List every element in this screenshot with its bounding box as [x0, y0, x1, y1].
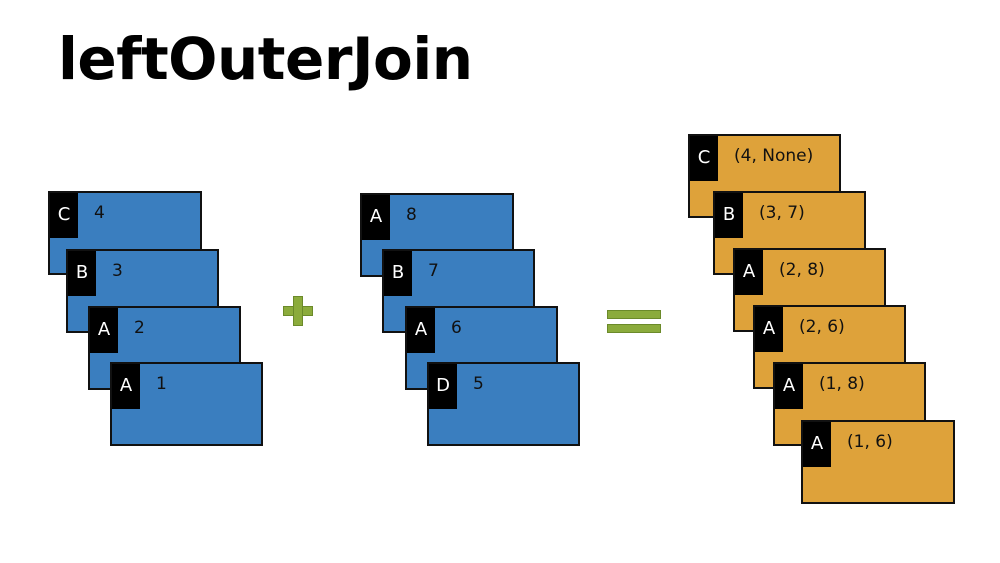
key-badge: A	[112, 364, 140, 409]
card-value: (1, 6)	[847, 432, 893, 452]
key-badge: A	[803, 422, 831, 467]
key-badge: A	[407, 308, 435, 353]
card-value: (3, 7)	[759, 203, 805, 223]
key-badge: C	[690, 136, 718, 181]
card-value: 5	[473, 374, 484, 394]
left-card-4: A 1	[110, 362, 263, 446]
result-card-6: A (1, 6)	[801, 420, 955, 504]
card-value: 2	[134, 318, 145, 338]
key-badge: B	[384, 251, 412, 296]
card-value: 4	[94, 203, 105, 223]
right-card-4: D 5	[427, 362, 580, 446]
key-badge: C	[50, 193, 78, 238]
key-badge: A	[755, 307, 783, 352]
card-value: 3	[112, 261, 123, 281]
key-badge: A	[362, 195, 390, 240]
card-value: (2, 8)	[779, 260, 825, 280]
card-value: (2, 6)	[799, 317, 845, 337]
page-title: leftOuterJoin	[58, 25, 473, 93]
key-badge: D	[429, 364, 457, 409]
equals-icon	[607, 310, 661, 336]
card-value: 8	[406, 205, 417, 225]
key-badge: A	[775, 364, 803, 409]
card-value: 7	[428, 261, 439, 281]
card-value: 6	[451, 318, 462, 338]
card-value: (1, 8)	[819, 374, 865, 394]
key-badge: B	[68, 251, 96, 296]
key-badge: B	[715, 193, 743, 238]
card-value: 1	[156, 374, 167, 394]
card-value: (4, None)	[734, 146, 814, 166]
key-badge: A	[735, 250, 763, 295]
plus-icon	[283, 296, 313, 326]
key-badge: A	[90, 308, 118, 353]
